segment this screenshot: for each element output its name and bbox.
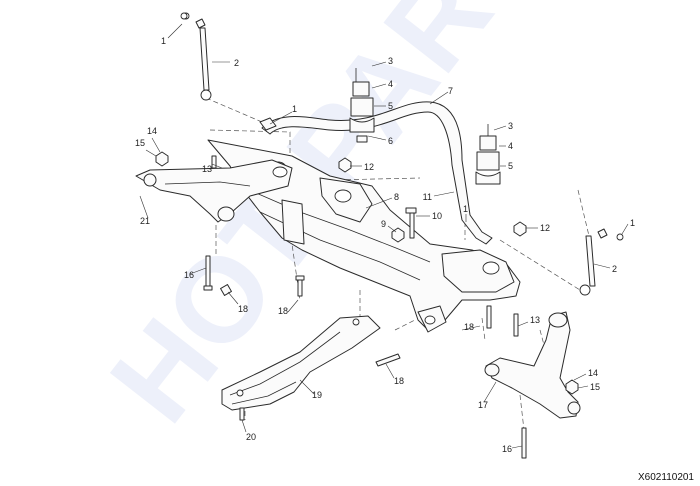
callout-2-stabilizer-link-left: 2 (234, 58, 239, 68)
callout-16-bolt-right: 16 (502, 444, 512, 454)
callout-1-stabilizer-link-nut-left: 1 (161, 36, 166, 46)
callout-10-bolt-center: 10 (432, 211, 442, 221)
callout-3-bolt-right: 3 (508, 121, 513, 131)
callout-1-stabilizer-link-nut-right: 1 (630, 218, 635, 228)
reinforcement-plate (221, 315, 381, 411)
nuts (155, 12, 579, 395)
callout-9-nut-center: 9 (381, 219, 386, 229)
callout-19-reinforcement-plate: 19 (312, 390, 322, 400)
callout-20-plate-bolt: 20 (246, 432, 256, 442)
front-subframe (207, 139, 521, 333)
callout-8-subframe-bracket: 8 (394, 192, 399, 202)
callout-14-pin-left: 14 (147, 126, 157, 136)
callout-14-pin-right: 14 (588, 368, 598, 378)
callout-6-washer: 6 (388, 136, 393, 146)
callout-13-bolt-left: 13 (202, 164, 212, 174)
callout-4-bracket-upper: 4 (388, 79, 393, 89)
callout-7-stabilizer-bar: 7 (448, 86, 453, 96)
callout-12-nut-right: 12 (540, 223, 550, 233)
stabilizer-link-left (182, 12, 212, 101)
lower-control-arm-right (484, 311, 581, 419)
callout-2-stabilizer-link-right: 2 (612, 264, 617, 274)
callout-18-bolt-center: 18 (278, 306, 288, 316)
stabilizer-bar (259, 101, 493, 245)
callout-5-bushing-right: 5 (508, 161, 513, 171)
stabilizer-link-right (579, 228, 624, 296)
callout-11-bar-clip: 11 (423, 192, 432, 202)
callout-18-bolt-lower: 18 (394, 376, 404, 386)
callout-18-bolt-right: 18 (464, 322, 474, 332)
callout-labels: 1 2 1 7 3 4 5 6 3 4 5 12 13 14 15 11 8 1… (135, 36, 635, 454)
bushing-bracket-upper (349, 68, 375, 143)
callout-17-control-arm-right: 17 (478, 400, 488, 410)
callout-15-nut-right: 15 (590, 382, 600, 392)
callout-12-nut-upper: 12 (364, 162, 374, 172)
callout-21-control-arm-left: 21 (140, 216, 150, 226)
leader-lines (139, 23, 629, 449)
callout-1-bar-end-nut: 1 (292, 104, 297, 114)
callout-3-bolt-upper: 3 (388, 56, 393, 66)
drawing-code: X602110201 (638, 472, 694, 483)
callout-15-nut-left: 15 (135, 138, 145, 148)
callout-4-bracket-right: 4 (508, 141, 513, 151)
callout-16-bolt-left: 16 (184, 270, 194, 280)
callout-5-bushing-upper: 5 (388, 101, 393, 111)
lower-control-arm-left (135, 159, 293, 223)
callout-13-bolt-right: 13 (530, 315, 540, 325)
callout-1-center-nut: 1 (463, 204, 468, 214)
callout-18-bolt-left: 18 (238, 304, 248, 314)
bushing-bracket-right (475, 124, 501, 185)
